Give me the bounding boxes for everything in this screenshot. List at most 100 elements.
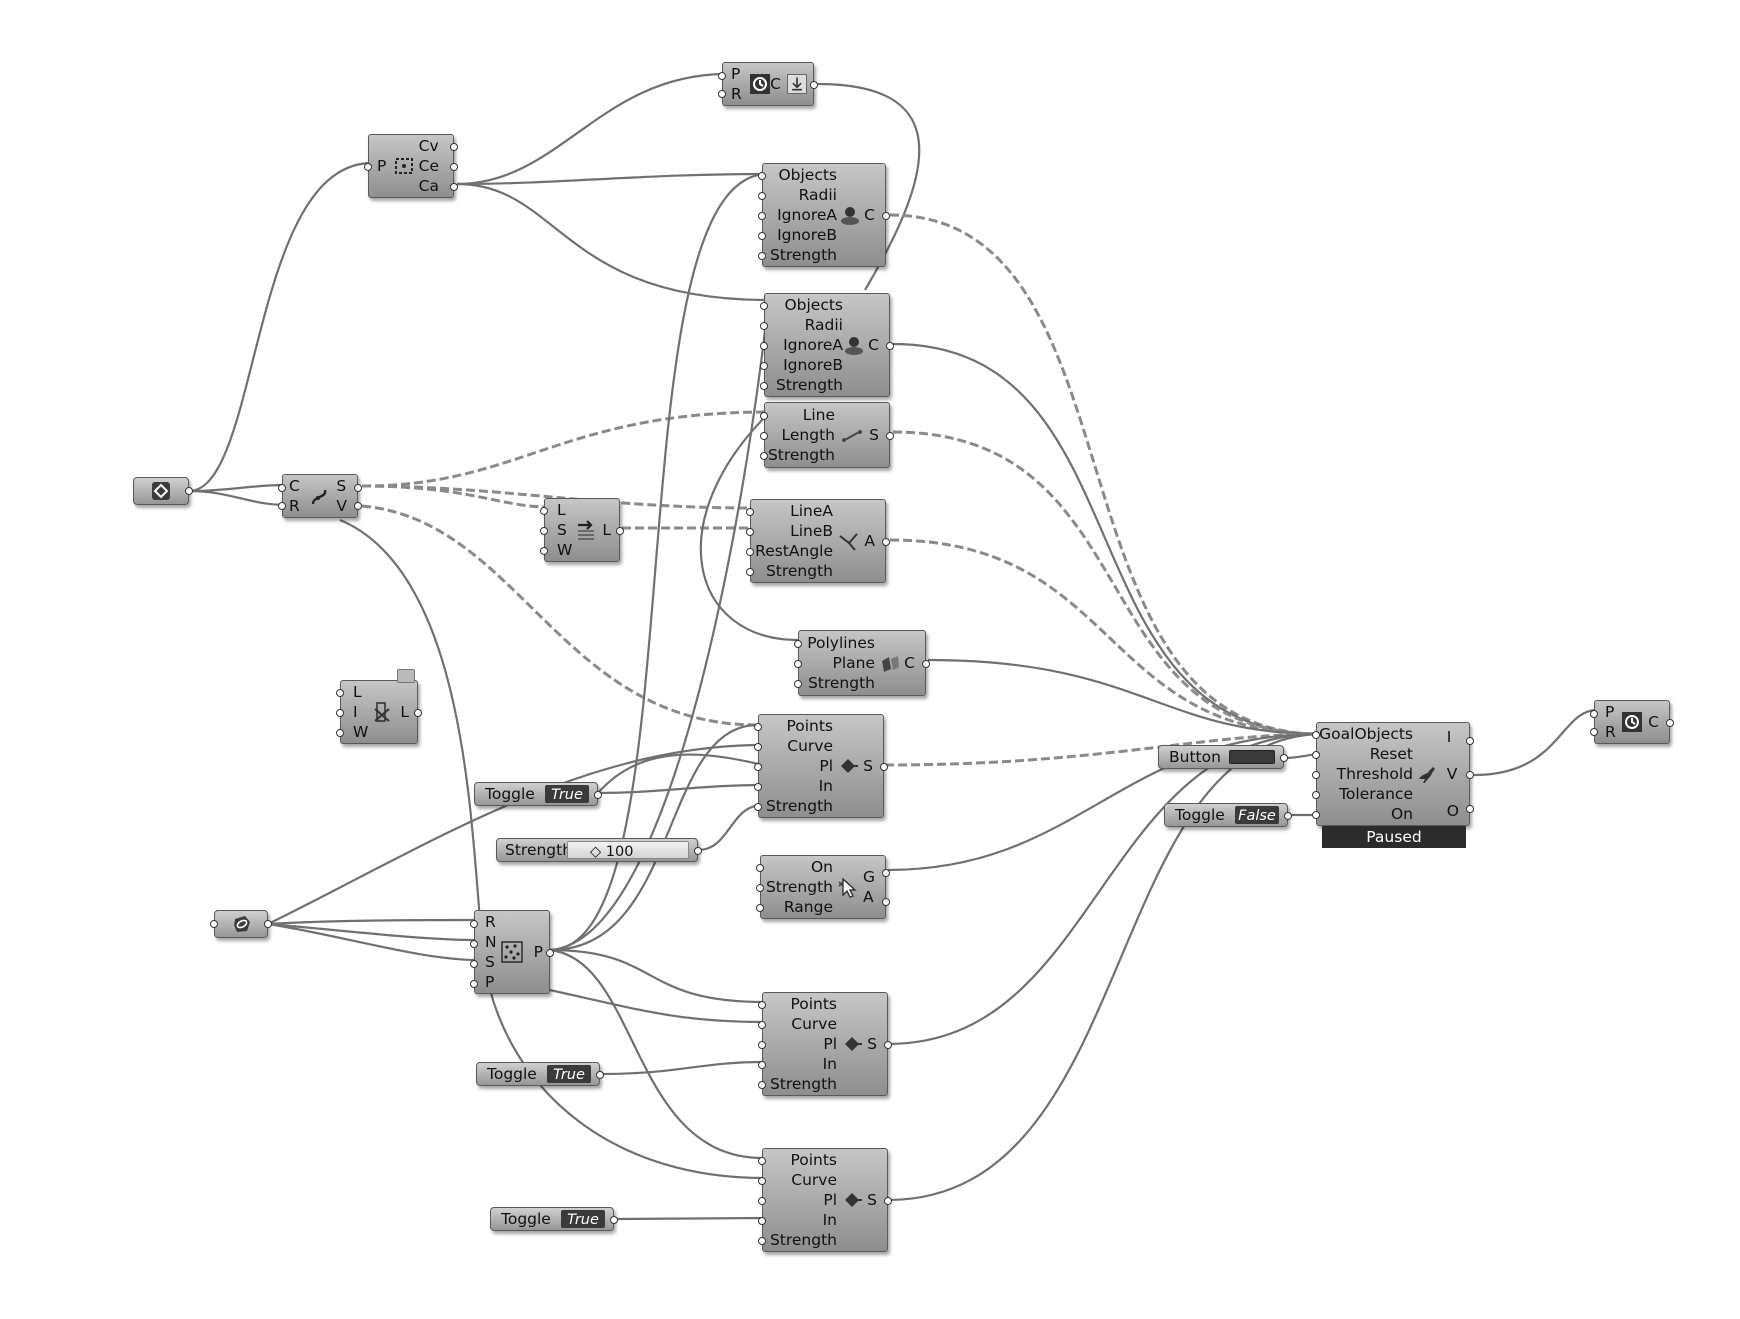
input-port[interactable] xyxy=(210,920,218,928)
input-port[interactable] xyxy=(756,904,764,912)
output-port[interactable] xyxy=(414,709,422,717)
output-port[interactable] xyxy=(185,487,193,495)
input-port[interactable] xyxy=(760,302,768,310)
input-port[interactable] xyxy=(746,548,754,556)
input-port[interactable] xyxy=(758,1197,766,1205)
input-port[interactable] xyxy=(746,528,754,536)
input-port[interactable] xyxy=(758,192,766,200)
number-slider[interactable]: Strength ◇ 100 xyxy=(496,838,702,862)
output-port[interactable] xyxy=(886,432,894,440)
shatter-component[interactable]: C R S V xyxy=(278,474,362,518)
input-port[interactable] xyxy=(1312,791,1320,799)
input-port[interactable] xyxy=(718,90,726,98)
input-port[interactable] xyxy=(758,252,766,260)
input-port[interactable] xyxy=(758,1041,766,1049)
output-port[interactable] xyxy=(354,484,362,492)
output-port[interactable] xyxy=(886,342,894,350)
populate-component[interactable]: R N S P P xyxy=(470,910,554,994)
input-port[interactable] xyxy=(758,1237,766,1245)
input-port[interactable] xyxy=(760,342,768,350)
input-port[interactable] xyxy=(540,547,548,555)
planarize-component[interactable]: Polylines Plane Strength C xyxy=(794,630,930,696)
output-port[interactable] xyxy=(594,791,602,799)
input-port[interactable] xyxy=(756,884,764,892)
output-port[interactable] xyxy=(616,527,624,535)
output-port[interactable] xyxy=(1666,719,1674,727)
input-port[interactable] xyxy=(754,723,762,731)
output-port[interactable] xyxy=(264,920,272,928)
kangaroo-solver-component[interactable]: GoalObjects Reset Threshold Tolerance On… xyxy=(1312,722,1474,826)
on-curve-component[interactable]: Points Curve Pl In Strength S xyxy=(754,714,888,818)
input-port[interactable] xyxy=(278,484,286,492)
input-port[interactable] xyxy=(756,864,764,872)
input-port[interactable] xyxy=(336,709,344,717)
input-port[interactable] xyxy=(758,172,766,180)
input-port[interactable] xyxy=(760,362,768,370)
output-port[interactable] xyxy=(882,212,890,220)
angle-goal-component[interactable]: LineA LineB RestAngle Strength A xyxy=(746,499,890,583)
input-port[interactable] xyxy=(1590,710,1598,718)
output-port[interactable] xyxy=(1280,754,1288,762)
toggle-value[interactable]: True xyxy=(547,1065,591,1083)
input-port[interactable] xyxy=(1590,728,1598,736)
timer-component[interactable]: P R C xyxy=(1590,700,1674,744)
output-port[interactable] xyxy=(884,1197,892,1205)
input-port[interactable] xyxy=(758,232,766,240)
input-port[interactable] xyxy=(794,640,802,648)
input-port[interactable] xyxy=(758,1021,766,1029)
input-port[interactable] xyxy=(540,507,548,515)
shift-list-component[interactable]: L S W L xyxy=(540,498,624,562)
input-port[interactable] xyxy=(758,1001,766,1009)
input-port[interactable] xyxy=(540,527,548,535)
input-port[interactable] xyxy=(794,680,802,688)
output-port[interactable] xyxy=(1466,805,1474,813)
output-port[interactable] xyxy=(450,143,458,151)
output-port[interactable] xyxy=(880,763,888,771)
output-port[interactable] xyxy=(1284,812,1292,820)
input-port[interactable] xyxy=(746,568,754,576)
toggle-value[interactable]: True xyxy=(545,785,589,803)
input-port[interactable] xyxy=(336,689,344,697)
input-port[interactable] xyxy=(760,322,768,330)
input-port[interactable] xyxy=(470,980,478,988)
boolean-toggle[interactable]: Toggle False xyxy=(1164,803,1292,827)
input-port[interactable] xyxy=(760,382,768,390)
input-port[interactable] xyxy=(1312,771,1320,779)
toggle-value[interactable]: False xyxy=(1235,806,1279,824)
output-port[interactable] xyxy=(450,163,458,171)
input-port[interactable] xyxy=(760,452,768,460)
input-port[interactable] xyxy=(758,1061,766,1069)
output-port[interactable] xyxy=(450,183,458,191)
input-port[interactable] xyxy=(364,163,372,171)
download-arrow-icon[interactable] xyxy=(787,74,807,94)
input-port[interactable] xyxy=(760,432,768,440)
input-port[interactable] xyxy=(794,660,802,668)
length-goal-component[interactable]: Line Length Strength S xyxy=(760,402,894,468)
input-port[interactable] xyxy=(758,1177,766,1185)
output-port[interactable] xyxy=(694,847,702,855)
input-port[interactable] xyxy=(470,940,478,948)
on-curve-component[interactable]: Points Curve Pl In Strength S xyxy=(758,1148,892,1252)
input-port[interactable] xyxy=(718,72,726,80)
timer-component[interactable]: P R C xyxy=(718,62,818,106)
collide-component[interactable]: Objects Radii IgnoreA IgnoreB Strength C xyxy=(760,293,894,397)
slider-track[interactable]: ◇ 100 xyxy=(567,841,689,860)
output-port[interactable] xyxy=(354,502,362,510)
geometry-param[interactable] xyxy=(133,477,193,505)
on-curve-component[interactable]: Points Curve Pl In Strength S xyxy=(758,992,892,1096)
output-port[interactable] xyxy=(810,81,818,89)
input-port[interactable] xyxy=(758,1157,766,1165)
input-port[interactable] xyxy=(278,502,286,510)
area-component[interactable]: P Cv Ce Ca xyxy=(364,134,458,198)
output-port[interactable] xyxy=(882,538,890,546)
collide-component[interactable]: Objects Radii IgnoreA IgnoreB Strength C xyxy=(758,163,890,267)
boolean-toggle[interactable]: Toggle True xyxy=(476,1062,604,1086)
grab-component[interactable]: On Strength Range G A xyxy=(756,855,890,919)
input-port[interactable] xyxy=(758,1217,766,1225)
output-port[interactable] xyxy=(884,1041,892,1049)
button-param[interactable]: Button xyxy=(1158,745,1288,769)
input-port[interactable] xyxy=(754,763,762,771)
input-port[interactable] xyxy=(470,960,478,968)
boolean-toggle[interactable]: Toggle True xyxy=(490,1207,618,1231)
input-port[interactable] xyxy=(336,729,344,737)
